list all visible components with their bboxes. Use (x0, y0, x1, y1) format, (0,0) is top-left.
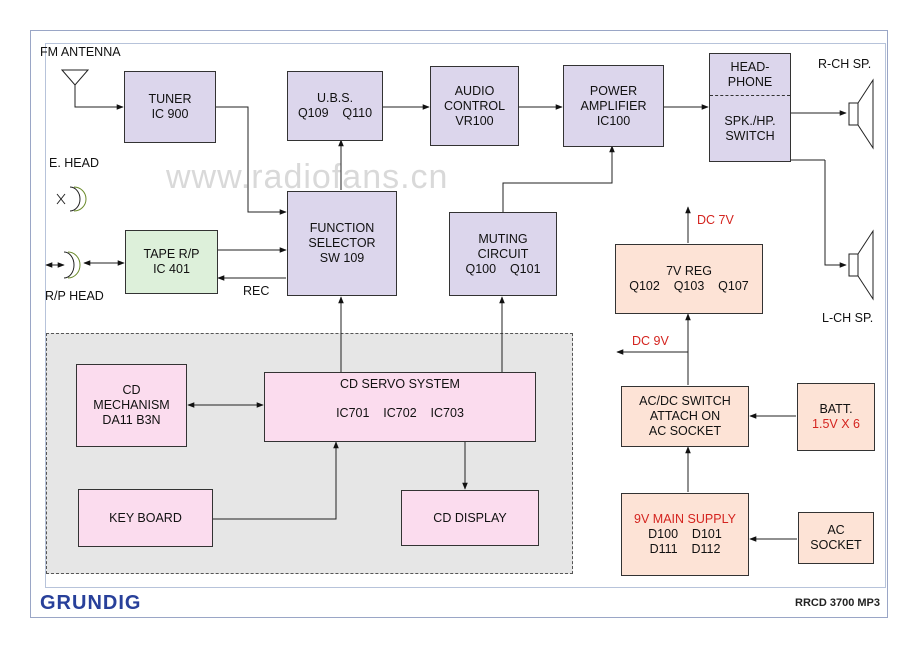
rp-head-symbol (63, 251, 81, 279)
main-supply-diodes2: D111 D112 (649, 542, 721, 556)
cd-servo-title: CD SERVO SYSTEM (340, 377, 460, 391)
tape-block: TAPE R/P IC 401 (125, 230, 218, 294)
battery-title: BATT. (819, 402, 853, 416)
function-line1: FUNCTION (309, 221, 375, 235)
acdc-switch-block: AC/DC SWITCH ATTACH ON AC SOCKET (621, 386, 749, 447)
main-supply-title: 9V MAIN SUPPLY (634, 512, 736, 526)
outer-frame (30, 30, 888, 618)
ubs-block: U.B.S. Q109 Q110 (287, 71, 383, 141)
power-line3: IC100 (596, 113, 631, 128)
e-head-label: E. HEAD (49, 156, 100, 170)
acdc-line3: AC SOCKET (648, 424, 722, 438)
headphone-switch-block: HEAD- PHONE SPK./HP. SWITCH (709, 53, 791, 162)
ac-socket-block: AC SOCKET (798, 512, 874, 564)
audio-control-block: AUDIO CONTROL VR100 (430, 66, 519, 146)
brand-logo: GRUNDIG (40, 592, 142, 614)
cd-mech-line1: CD (122, 383, 141, 397)
cd-display-label: CD DISPLAY (433, 510, 507, 525)
battery-spec: 1.5V X 6 (812, 417, 860, 431)
l-speaker-icon (848, 229, 874, 301)
cd-mechanism-block: CD MECHANISM DA11 B3N (76, 364, 187, 447)
spk-switch-line2: SWITCH (725, 128, 775, 143)
headphone-line2: PHONE (727, 74, 773, 89)
headphone-section: HEAD- PHONE (710, 54, 790, 96)
watermark: www.radiofans.cn (166, 158, 449, 196)
audio-line2: CONTROL (443, 98, 506, 113)
function-line3: SW 109 (319, 251, 365, 265)
power-amplifier-block: POWER AMPLIFIER IC100 (563, 65, 664, 147)
audio-line1: AUDIO (454, 83, 495, 98)
cd-servo-block: CD SERVO SYSTEM IC701 IC702 IC703 (264, 372, 536, 442)
ac-socket-line2: SOCKET (810, 538, 862, 552)
reg7-title: 7V REG (666, 264, 712, 278)
cd-servo-ics: IC701 IC702 IC703 (336, 406, 464, 420)
main-supply-diodes1: D100 D101 (648, 527, 722, 541)
ac-socket-line1: AC (827, 523, 845, 537)
keyboard-label: KEY BOARD (109, 510, 182, 525)
diagram-frame (45, 43, 886, 588)
muting-line1: MUTING (478, 231, 528, 246)
muting-line2: CIRCUIT (477, 246, 529, 261)
acdc-line2: ATTACH ON (649, 409, 721, 423)
tape-ic: IC 401 (153, 262, 190, 276)
power-line2: AMPLIFIER (580, 98, 647, 113)
cd-mech-line2: MECHANISM (93, 398, 170, 412)
model-number: RRCD 3700 MP3 (795, 597, 880, 609)
function-selector-block: FUNCTION SELECTOR SW 109 (287, 191, 397, 296)
keyboard-block: KEY BOARD (78, 489, 213, 547)
spk-switch-line1: SPK./HP. (724, 113, 776, 128)
r-ch-label: R-CH SP. (818, 57, 872, 71)
cd-mech-line3: DA11 B3N (102, 413, 161, 427)
r-speaker-icon (848, 78, 874, 150)
main-supply-block: 9V MAIN SUPPLY D100 D101 D111 D112 (621, 493, 749, 576)
tuner-title: TUNER (148, 92, 192, 106)
headphone-line1: HEAD- (730, 59, 770, 74)
ubs-title: U.B.S. (316, 91, 354, 105)
battery-block: BATT. 1.5V X 6 (797, 383, 875, 451)
acdc-line1: AC/DC SWITCH (639, 394, 731, 408)
cd-display-block: CD DISPLAY (401, 490, 539, 546)
fm-antenna-label: FM ANTENNA (40, 45, 121, 59)
power-line1: POWER (589, 83, 638, 98)
muting-circuit-block: MUTING CIRCUIT Q100 Q101 (449, 212, 557, 296)
l-ch-label: L-CH SP. (822, 311, 874, 325)
7v-reg-block: 7V REG Q102 Q103 Q107 (615, 244, 763, 314)
muting-line3: Q100 Q101 (465, 261, 541, 276)
tuner-ic: IC 900 (151, 107, 189, 121)
tape-title: TAPE R/P (143, 247, 200, 261)
rp-head-label: R/P HEAD (45, 289, 104, 303)
antenna-symbol (60, 69, 123, 107)
function-line2: SELECTOR (308, 236, 376, 250)
dc-7v-label: DC 7V (697, 213, 734, 227)
rec-label: REC (243, 284, 270, 298)
erase-head-symbol (56, 186, 87, 212)
reg7-transistors: Q102 Q103 Q107 (629, 279, 749, 293)
ubs-transistors: Q109 Q110 (297, 106, 373, 120)
tuner-block: TUNER IC 900 (124, 71, 216, 143)
dc-9v-label: DC 9V (632, 334, 669, 348)
spk-switch-section: SPK./HP. SWITCH (710, 96, 790, 161)
audio-line3: VR100 (455, 113, 494, 128)
